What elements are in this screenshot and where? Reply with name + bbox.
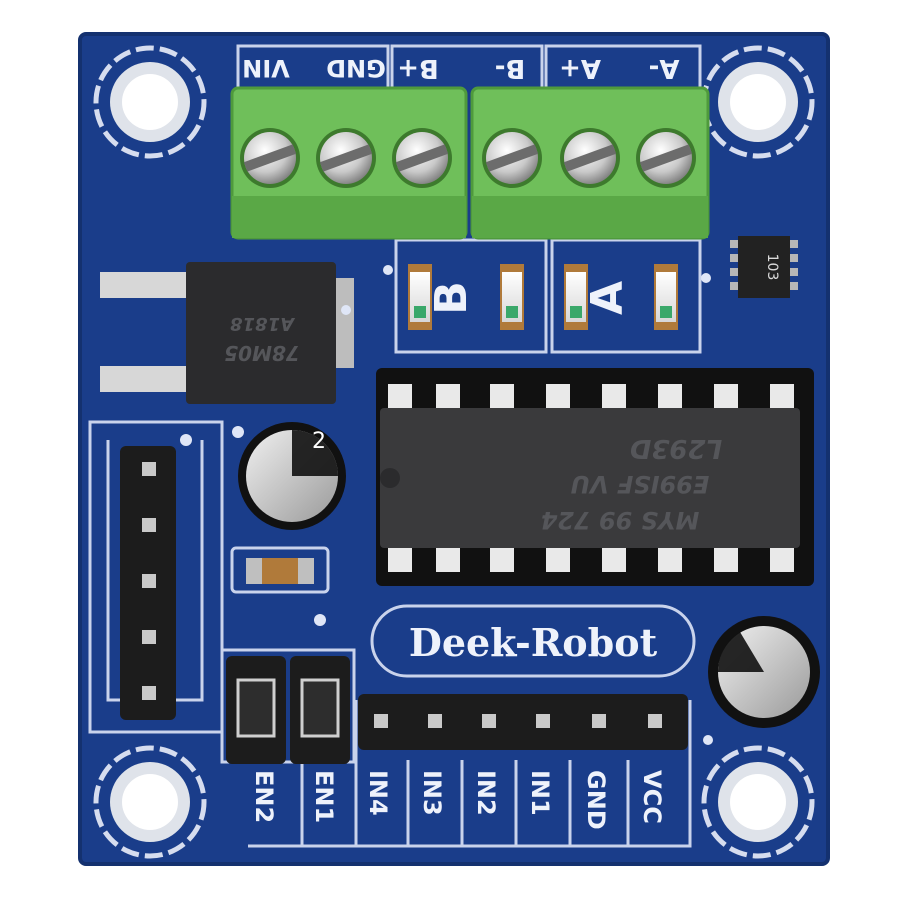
regulator-marking-2: A1818 xyxy=(230,313,296,334)
led-label-a: A xyxy=(582,281,633,315)
chip-pins-bottom xyxy=(388,546,794,572)
chip-marking-2: E99ISF VU xyxy=(571,470,710,498)
vias xyxy=(180,265,713,745)
mounting-holes xyxy=(93,45,815,859)
led-label-b: B xyxy=(426,281,477,315)
capacitor-right xyxy=(708,616,820,728)
pin-label-en1: EN1 xyxy=(310,770,338,823)
terminal-label-b-plus: B+ xyxy=(397,53,439,83)
resistor-array: 103 xyxy=(730,236,798,298)
pin-label-in1: IN1 xyxy=(526,770,554,816)
chip-marking-1: L293D xyxy=(630,433,722,463)
voltage-regulator: 78M05 A1818 xyxy=(100,262,354,404)
pin-label-in3: IN3 xyxy=(418,770,446,816)
status-leds: B A xyxy=(408,264,678,330)
l293d-chip: L293D E99ISF VU MYS 99 724 xyxy=(376,368,814,586)
chip-marking-3: MYS 99 724 xyxy=(541,506,700,534)
terminal-labels: GND VIN B+ B- A+ A- xyxy=(242,53,679,83)
terminal-label-b-minus: B- xyxy=(495,53,526,83)
capacitor-marking: 2 xyxy=(312,429,326,454)
pin-labels: EN2 EN1 IN4 IN3 IN2 IN1 GND VCC xyxy=(250,770,666,830)
horizontal-pin-header xyxy=(358,694,688,750)
terminal-label-vin: VIN xyxy=(242,54,290,82)
terminal-label-a-minus: A- xyxy=(649,53,680,83)
pin-label-en2: EN2 xyxy=(250,770,278,823)
capacitor-left: 2 xyxy=(238,422,346,530)
chip-pins-top xyxy=(388,384,794,410)
pin-label-in4: IN4 xyxy=(364,770,392,816)
brand-label: Deek-Robot xyxy=(409,620,658,665)
pin-label-gnd: GND xyxy=(582,770,610,830)
regulator-marking-1: 78M05 xyxy=(224,341,300,365)
pin-label-vcc: VCC xyxy=(638,770,666,824)
resistor-array-marking: 103 xyxy=(764,254,780,281)
pin-label-in2: IN2 xyxy=(472,770,500,816)
enable-jumpers xyxy=(226,656,350,764)
screw-terminal-screws xyxy=(240,128,696,188)
terminal-label-gnd: GND xyxy=(326,54,386,82)
vertical-pin-header xyxy=(120,446,176,720)
smd-capacitor xyxy=(246,558,314,584)
screw-terminal-blocks xyxy=(230,86,710,240)
terminal-label-a-plus: A+ xyxy=(559,53,601,83)
